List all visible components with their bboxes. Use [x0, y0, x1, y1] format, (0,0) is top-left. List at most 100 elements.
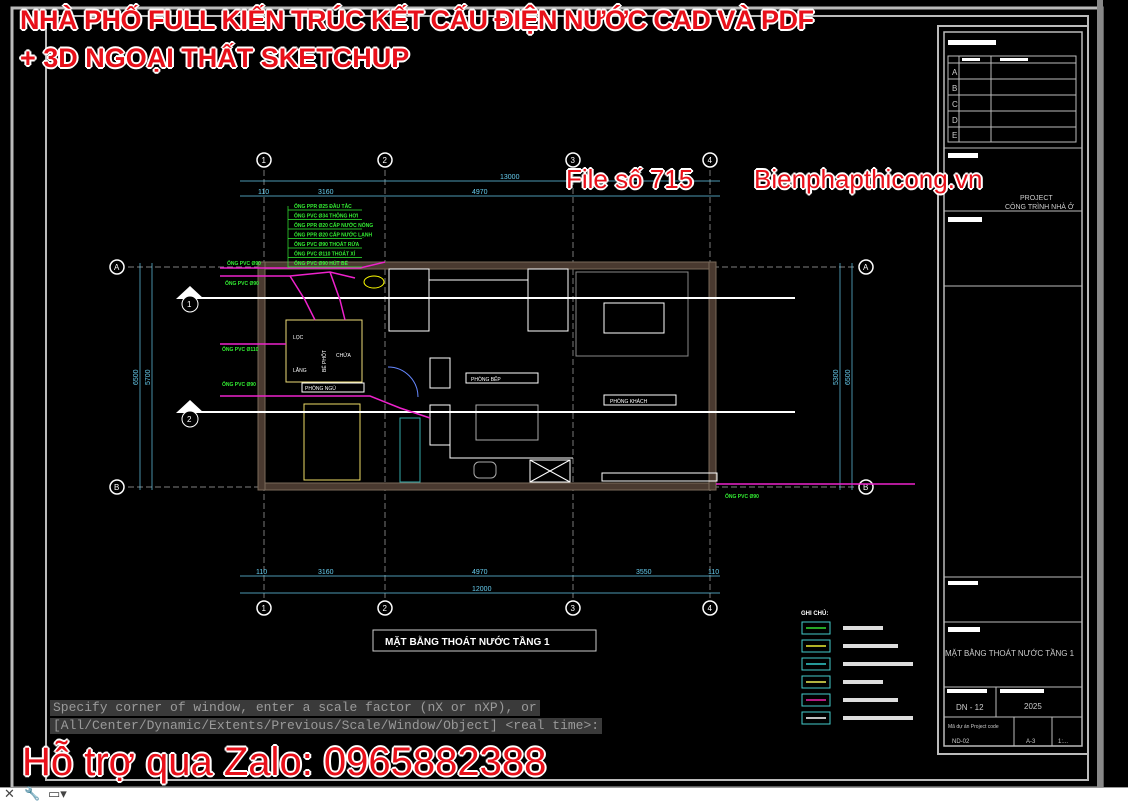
overlay-title-line1: NHÀ PHỐ FULL KIẾN TRÚC KẾT CẤU ĐIỆN NƯỚC… [20, 5, 814, 35]
section-mark-label: 2 [187, 415, 192, 424]
dim-label: 4970 [472, 189, 488, 196]
dim-label: 3160 [318, 569, 334, 576]
pipe-note: ỐNG PPR Ø25 ĐẦU TẮC [294, 202, 352, 210]
grid-bubble-label: 3 [571, 156, 576, 165]
dim-label: 5700 [145, 369, 152, 385]
legend-item [801, 675, 883, 689]
pipe-label: ỐNG PVC Ø90 [225, 280, 259, 287]
legend-item [801, 639, 898, 653]
dim-label: 110 [256, 569, 267, 576]
grid-bubble: 4 [702, 152, 718, 168]
grid-bubble-label: 4 [708, 156, 713, 165]
floor-plan [257, 261, 718, 491]
command-history-line: Specify corner of window, enter a scale … [50, 700, 540, 716]
section-marks: 1 2 [176, 286, 204, 428]
room-label: LẮNG [293, 366, 307, 374]
drawing-title-box [372, 629, 597, 652]
grid-bubble-label: A [114, 263, 120, 272]
room-label-bedroom: PHÒNG NGỦ [305, 385, 336, 392]
grid-bubble-label: A [863, 263, 869, 272]
grid-bubble: 1 [256, 152, 272, 168]
pipe-label: ỐNG PVC Ø110 [222, 346, 259, 353]
section-mark-label: 1 [187, 300, 192, 309]
dim-label: 4970 [472, 569, 488, 576]
wrench-icon[interactable]: 🔧 [24, 786, 41, 801]
close-icon[interactable]: ✕ [4, 786, 15, 801]
overlay-support: Hỗ trợ qua Zalo: 0965882388 [22, 740, 547, 784]
pipe-note: ỐNG PVC Ø90 THOÁT RỬA [294, 241, 360, 248]
pipe-label: ỐNG PVC Ø90 [227, 260, 261, 267]
room-label: PHÒNG BẾP [471, 376, 501, 383]
grid-bubble-label: 2 [383, 604, 388, 613]
grid-bubble: B [858, 479, 874, 495]
overlay-title-line2: + 3D NGOẠI THẤT SKETCHUP [20, 43, 410, 73]
drawing-name: MẶT BẰNG THOÁT NƯỚC TẦNG 1 [945, 648, 1075, 658]
grid-bubble: A [858, 259, 874, 275]
room-label: PHÒNG KHÁCH [610, 398, 648, 405]
dim-label: 3550 [636, 569, 652, 576]
paper-size: A-3 [1026, 739, 1036, 745]
overlay-file-number: File số 715 [566, 164, 694, 194]
dim-label: 13000 [500, 174, 520, 181]
dim-label: 6500 [845, 369, 852, 385]
rev-row: A [952, 68, 958, 77]
pipe-note: ỐNG PPR Ø20 CẤP NƯỚC LẠNH [294, 231, 372, 239]
project-label: PROJECT [1020, 195, 1053, 202]
project-name: CÔNG TRÌNH NHÀ Ở [1005, 202, 1074, 211]
legend-item [801, 621, 883, 635]
rev-row: B [952, 84, 957, 93]
room-label: CHỨA [336, 352, 351, 359]
rev-row: C [952, 100, 958, 109]
pipe-label: ỐNG PVC Ø90 [725, 493, 759, 500]
legend-item [801, 711, 913, 725]
grid-bubble: 3 [565, 600, 581, 616]
drainage-pipes [220, 261, 915, 485]
dim-label: 110 [708, 569, 719, 576]
overlay-website: Bienphapthicong.vn [754, 164, 983, 194]
pipe-note: ỐNG PVC Ø34 THÔNG HƠI [294, 212, 359, 220]
room-label-septic-tank: BỂ PHỐT [321, 350, 328, 372]
grid-bubble-label: B [114, 483, 119, 492]
grid-bubble: 1 [256, 600, 272, 616]
grid-bubble-label: 4 [708, 604, 713, 613]
dim-label: 110 [258, 189, 269, 196]
scale: 1:... [1058, 739, 1068, 745]
project-code-label: Mã dự án Project code [948, 724, 999, 730]
grid-bubble-label: 1 [262, 604, 267, 613]
grid-bubble: 2 [377, 600, 393, 616]
pipe-note: ỐNG PPR Ø20 CẤP NƯỚC NÓNG [294, 221, 373, 229]
drawing-number: DN - 12 [956, 703, 984, 712]
dim-label: 6500 [133, 369, 140, 385]
pipe-note: ỐNG PVC Ø110 THOÁT XÍ [294, 250, 356, 258]
section-lines [190, 297, 795, 413]
drawing-title: MẶT BẰNG THOÁT NƯỚC TẦNG 1 [385, 635, 550, 648]
grid-bubble-label: B [863, 483, 868, 492]
dim-label: 3160 [318, 189, 334, 196]
pipe-note: ỐNG PVC Ø90 HÚT BỂ [294, 260, 349, 267]
sheet-frame [10, 0, 1104, 790]
grid-bubble-label: 1 [262, 156, 267, 165]
command-prompt-icon[interactable]: ▭▾ [48, 786, 67, 801]
grid-bubble-label: 3 [571, 604, 576, 613]
grid-bubble: 4 [702, 600, 718, 616]
command-input[interactable] [80, 788, 1120, 800]
grid-bubble: 2 [377, 152, 393, 168]
dim-label: 5300 [833, 369, 840, 385]
grid-bubble-label: 2 [383, 156, 388, 165]
title-block [944, 55, 1082, 746]
rev-row: E [952, 131, 957, 140]
grid-bubble: 3 [565, 152, 581, 168]
dim-label: 12000 [472, 586, 492, 593]
rev-row: D [952, 116, 958, 125]
command-history-line: [All/Center/Dynamic/Extents/Previous/Sca… [50, 718, 603, 734]
pipe-label: ỐNG PVC Ø90 [222, 381, 256, 388]
dimension-lines [139, 180, 853, 594]
room-label: LỌC [293, 335, 304, 341]
legend-item [801, 693, 898, 707]
legend-item [801, 657, 913, 671]
grid-bubble: A [109, 259, 125, 275]
legend-title: GHI CHÚ: [801, 610, 828, 617]
grid-bubble: B [109, 479, 125, 495]
title-block-label-bars [947, 40, 1044, 693]
